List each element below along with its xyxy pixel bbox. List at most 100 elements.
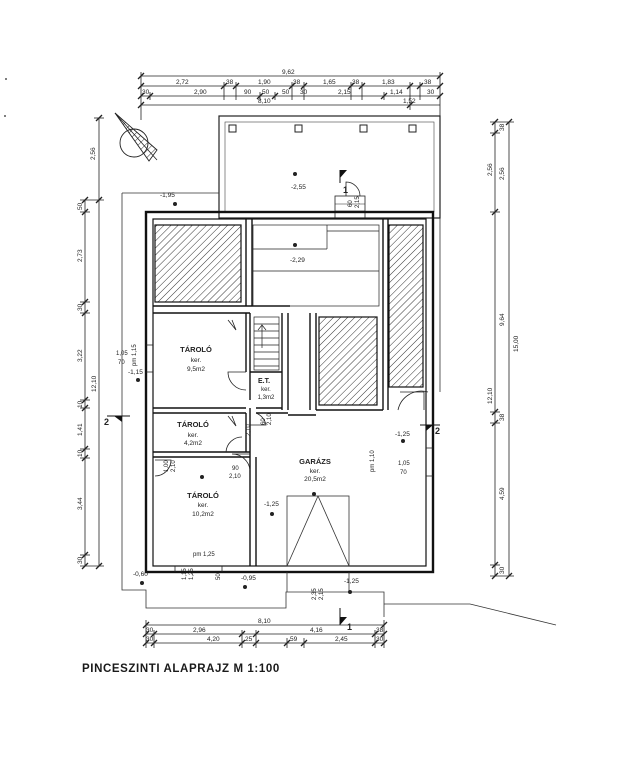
east-window-width: 1,05 xyxy=(398,461,410,467)
level-markers xyxy=(136,172,405,594)
room-wc-name: E.T. xyxy=(258,378,270,385)
east-window-height: 70 xyxy=(400,470,407,476)
left-dimensions xyxy=(80,117,104,567)
dim-top2-5: 50 xyxy=(282,89,290,96)
room-storage-3-name: TÁROLÓ xyxy=(187,491,219,500)
dim-top-4: 38 xyxy=(293,79,301,86)
dim-top2-9: 30 xyxy=(427,89,435,96)
dim-right-3: 9,64 xyxy=(499,313,506,326)
dim-top2-7: 2,15 xyxy=(338,89,351,96)
door-et-width: 60 xyxy=(261,418,267,425)
level-nw: -1,95 xyxy=(160,192,175,199)
dim-left-3: 2,73 xyxy=(77,249,84,262)
window-markers xyxy=(146,319,433,572)
room-storage-3-floor: ker. xyxy=(198,502,209,509)
dim-left-1: 2,56 xyxy=(90,147,97,160)
dim-top2-1: 30 xyxy=(142,89,150,96)
section-label-1-bottom: 1 xyxy=(347,622,352,632)
south-sill-h: 1,25 xyxy=(189,568,195,580)
south-sill: 1,15 xyxy=(182,568,188,580)
drawing-title: PINCESZINTI ALAPRAJZ M 1:100 xyxy=(82,663,280,675)
dim-top2-3: 90 xyxy=(244,89,252,96)
dim-top-subright: 1,52 xyxy=(403,98,416,105)
dim-bottom2-4: 59 xyxy=(290,636,298,643)
east-window-sill: pm 1,10 xyxy=(370,450,376,472)
door-swings xyxy=(154,181,429,477)
dim-bottom2-1: 30 xyxy=(146,636,154,643)
right-dimensions xyxy=(490,121,514,577)
dim-bottom-3: 4,16 xyxy=(310,627,323,634)
dim-top2-6: 30 xyxy=(300,89,308,96)
north-arrow-icon xyxy=(114,112,158,162)
section-label-1-top: 1 xyxy=(343,185,348,195)
section-label-2-left: 2 xyxy=(104,417,109,427)
dim-top-6: 38 xyxy=(352,79,360,86)
dim-top-1: 2,72 xyxy=(176,79,189,86)
west-window-sill: pm 1,15 xyxy=(132,344,138,366)
garage-door-height: 2,15 xyxy=(319,588,325,600)
dim-bottom-1: 30 xyxy=(146,627,154,634)
dim-left-5: 3,22 xyxy=(77,349,84,362)
dim-top2-8: 1,14 xyxy=(390,89,403,96)
dim-left-8: 1,41 xyxy=(77,423,84,436)
right-dimension-ticks xyxy=(491,118,513,580)
site-outline xyxy=(121,192,557,626)
west-window-width: 1,05 xyxy=(116,351,128,357)
dim-bottom-total: 8,10 xyxy=(258,618,271,625)
dim-left-10: 3,44 xyxy=(77,497,84,510)
dim-bottom-2: 2,96 xyxy=(193,627,206,634)
garage-door-width: 2,35 xyxy=(312,588,318,600)
door-int2-height: 2,10 xyxy=(171,460,177,472)
room-garage-name: GARÁZS xyxy=(299,457,331,466)
top-dimension-ticks xyxy=(137,72,444,109)
room-wc-area: 1,3m2 xyxy=(258,395,275,401)
dim-bottom2-3: 25 xyxy=(245,636,253,643)
terrace xyxy=(218,115,441,219)
dim-left-6: 12,10 xyxy=(91,375,98,392)
dim-right-8: 30 xyxy=(499,566,506,574)
level-terrace: -2,55 xyxy=(291,184,306,191)
garage-driveway xyxy=(286,495,350,592)
dim-right-5: 12,10 xyxy=(487,387,494,404)
left-dimension-ticks xyxy=(81,114,103,570)
door-et-height: 2,10 xyxy=(267,413,273,425)
terrace-door-width: 60 xyxy=(348,200,354,207)
room-garage-floor: ker. xyxy=(310,468,321,475)
dim-left-11: 30 xyxy=(77,556,84,564)
dim-top-3: 1,90 xyxy=(258,79,271,86)
top-dimensions xyxy=(140,72,441,120)
level-south-right: -1,25 xyxy=(344,578,359,585)
room-storage-2-name: TÁROLÓ xyxy=(177,420,209,429)
dim-right-1: 38 xyxy=(499,123,506,131)
dim-top-subtotal: 8,10 xyxy=(258,98,271,105)
level-west: -1,15 xyxy=(128,369,143,376)
dim-top2-4: 50 xyxy=(262,89,270,96)
dim-top-2: 38 xyxy=(226,79,234,86)
corridor-stair xyxy=(253,316,280,371)
dim-top-7: 1,83 xyxy=(382,79,395,86)
level-garage-east: -1,25 xyxy=(395,431,410,438)
level-sw: -0,60 xyxy=(133,571,148,578)
dim-bottom2-2: 4,20 xyxy=(207,636,220,643)
dim-top2-2: 2,90 xyxy=(194,89,207,96)
dim-right-6: 38 xyxy=(499,413,506,421)
room-garage-area: 20,5m2 xyxy=(304,476,326,483)
section-label-2-right: 2 xyxy=(435,426,440,436)
bottom-dimension-ticks xyxy=(142,621,388,647)
dim-top-8: 38 xyxy=(424,79,432,86)
interior-walls xyxy=(153,219,389,566)
terrace-door-height: 2,15 xyxy=(355,196,361,208)
dim-left-7: 10 xyxy=(77,400,84,408)
dim-bottom2-5: 2,45 xyxy=(335,636,348,643)
hatched-shafts xyxy=(154,224,424,406)
room-wc-floor: ker. xyxy=(261,387,271,393)
dim-left-2: 50 xyxy=(77,202,84,210)
room-storage-2-floor: ker. xyxy=(188,432,199,439)
room-storage-1-name: TÁROLÓ xyxy=(180,345,212,354)
door-int2-width: 1,00 xyxy=(164,460,170,472)
door-int1-height: 2,10 xyxy=(229,474,241,480)
south-window-sill: pm 1,25 xyxy=(193,552,215,558)
dim-bottom-4: 38 xyxy=(376,627,384,634)
door-stor-height: 2,10 xyxy=(246,424,252,436)
